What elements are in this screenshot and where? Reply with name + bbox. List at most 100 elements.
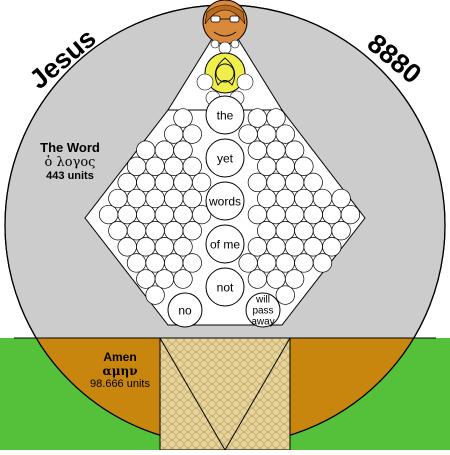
packed-circle xyxy=(191,204,212,225)
packed-circle xyxy=(284,237,305,257)
packed-circle xyxy=(294,156,314,176)
packed-circle xyxy=(294,253,314,273)
word-circle xyxy=(205,138,245,178)
packed-circle xyxy=(145,221,165,241)
packed-circle xyxy=(247,140,268,160)
word-circle-text: not xyxy=(217,280,234,294)
packed-circle xyxy=(266,204,286,225)
packed-circle xyxy=(154,204,175,225)
word-circle xyxy=(205,224,245,264)
packed-circle xyxy=(182,221,202,241)
packed-circle xyxy=(275,156,295,176)
word-label-block: The Word ὁ λογος 443 units xyxy=(22,140,118,182)
packed-circle xyxy=(257,253,277,273)
packed-circle xyxy=(266,140,286,160)
packed-circle xyxy=(312,188,333,209)
packed-circle xyxy=(191,172,212,193)
packed-circle xyxy=(247,237,268,257)
packed-circle xyxy=(303,172,323,193)
packed-circle xyxy=(173,269,193,289)
word-units: 443 units xyxy=(46,170,94,182)
packed-circle xyxy=(275,285,295,305)
packed-circle xyxy=(247,172,268,193)
word-circle-text: the xyxy=(217,108,234,122)
packed-circle xyxy=(154,237,175,257)
word-circle-text: words xyxy=(208,194,241,208)
packed-circle xyxy=(340,204,361,225)
packed-circle xyxy=(117,172,137,193)
packed-circle xyxy=(331,188,351,209)
packed-circle xyxy=(136,140,156,160)
word-circle xyxy=(205,181,245,221)
packed-circle xyxy=(182,253,202,273)
jesus-head xyxy=(202,0,248,55)
sand-diagonal-right xyxy=(224,337,291,451)
packed-circle xyxy=(136,237,156,257)
packed-circles xyxy=(98,108,361,305)
packed-circle xyxy=(322,237,342,257)
packed-circle xyxy=(126,188,147,209)
packed-circle xyxy=(284,172,305,193)
word-circle xyxy=(205,95,245,135)
packed-circle xyxy=(182,124,202,144)
packed-circle xyxy=(117,237,137,257)
word-circle-text: of me xyxy=(210,237,240,251)
sand-diagonal-left xyxy=(159,337,226,451)
word-circle-text: yet xyxy=(217,151,234,165)
packed-circle xyxy=(154,140,175,160)
packed-circle xyxy=(247,108,268,128)
packed-circle xyxy=(266,237,286,257)
amen-title: Amen xyxy=(103,350,137,364)
packed-circle xyxy=(312,253,333,273)
packed-circle xyxy=(275,124,295,144)
packed-circle xyxy=(257,188,277,209)
amen-units: 98.666 units xyxy=(90,378,150,390)
packed-circle xyxy=(266,172,286,193)
packed-circle xyxy=(136,172,156,193)
packed-circle xyxy=(294,188,314,209)
packed-circle xyxy=(136,269,156,289)
word-circle-text: will xyxy=(255,295,270,306)
packed-circle xyxy=(182,156,202,176)
packed-circle xyxy=(164,124,184,144)
packed-circle xyxy=(266,108,286,128)
packed-circle xyxy=(173,237,193,257)
packed-circle xyxy=(322,204,342,225)
packed-circle xyxy=(275,221,295,241)
amen-label-block: Amen αμην 98.666 units xyxy=(75,350,165,390)
word-circle xyxy=(205,267,245,307)
packed-circle xyxy=(303,204,323,225)
packed-circle xyxy=(164,221,184,241)
packed-circle xyxy=(126,253,147,273)
packed-circle xyxy=(257,124,277,144)
packed-circle xyxy=(303,237,323,257)
packed-circle xyxy=(284,204,305,225)
word-circle xyxy=(245,292,281,328)
packed-circle xyxy=(145,253,165,273)
packed-circle xyxy=(275,253,295,273)
packed-circle xyxy=(247,269,268,289)
packed-circle xyxy=(117,204,137,225)
packed-circle xyxy=(173,108,193,128)
packed-circle xyxy=(284,140,305,160)
packed-circle xyxy=(145,156,165,176)
packed-circle xyxy=(173,172,193,193)
packed-circle xyxy=(266,269,286,289)
word-circle xyxy=(167,292,203,328)
packed-circle xyxy=(173,204,193,225)
packed-circle xyxy=(238,124,258,144)
packed-circle xyxy=(257,221,277,241)
packed-circle xyxy=(154,269,175,289)
word-greek: ὁ λογος xyxy=(44,155,96,170)
word-circle-text: no xyxy=(178,303,192,317)
packed-circle xyxy=(98,204,119,225)
packed-circle xyxy=(108,221,128,241)
packed-circle xyxy=(182,188,202,209)
packed-circle xyxy=(145,285,165,305)
packed-circle xyxy=(284,269,305,289)
packed-circle xyxy=(331,221,351,241)
packed-circle xyxy=(173,140,193,160)
